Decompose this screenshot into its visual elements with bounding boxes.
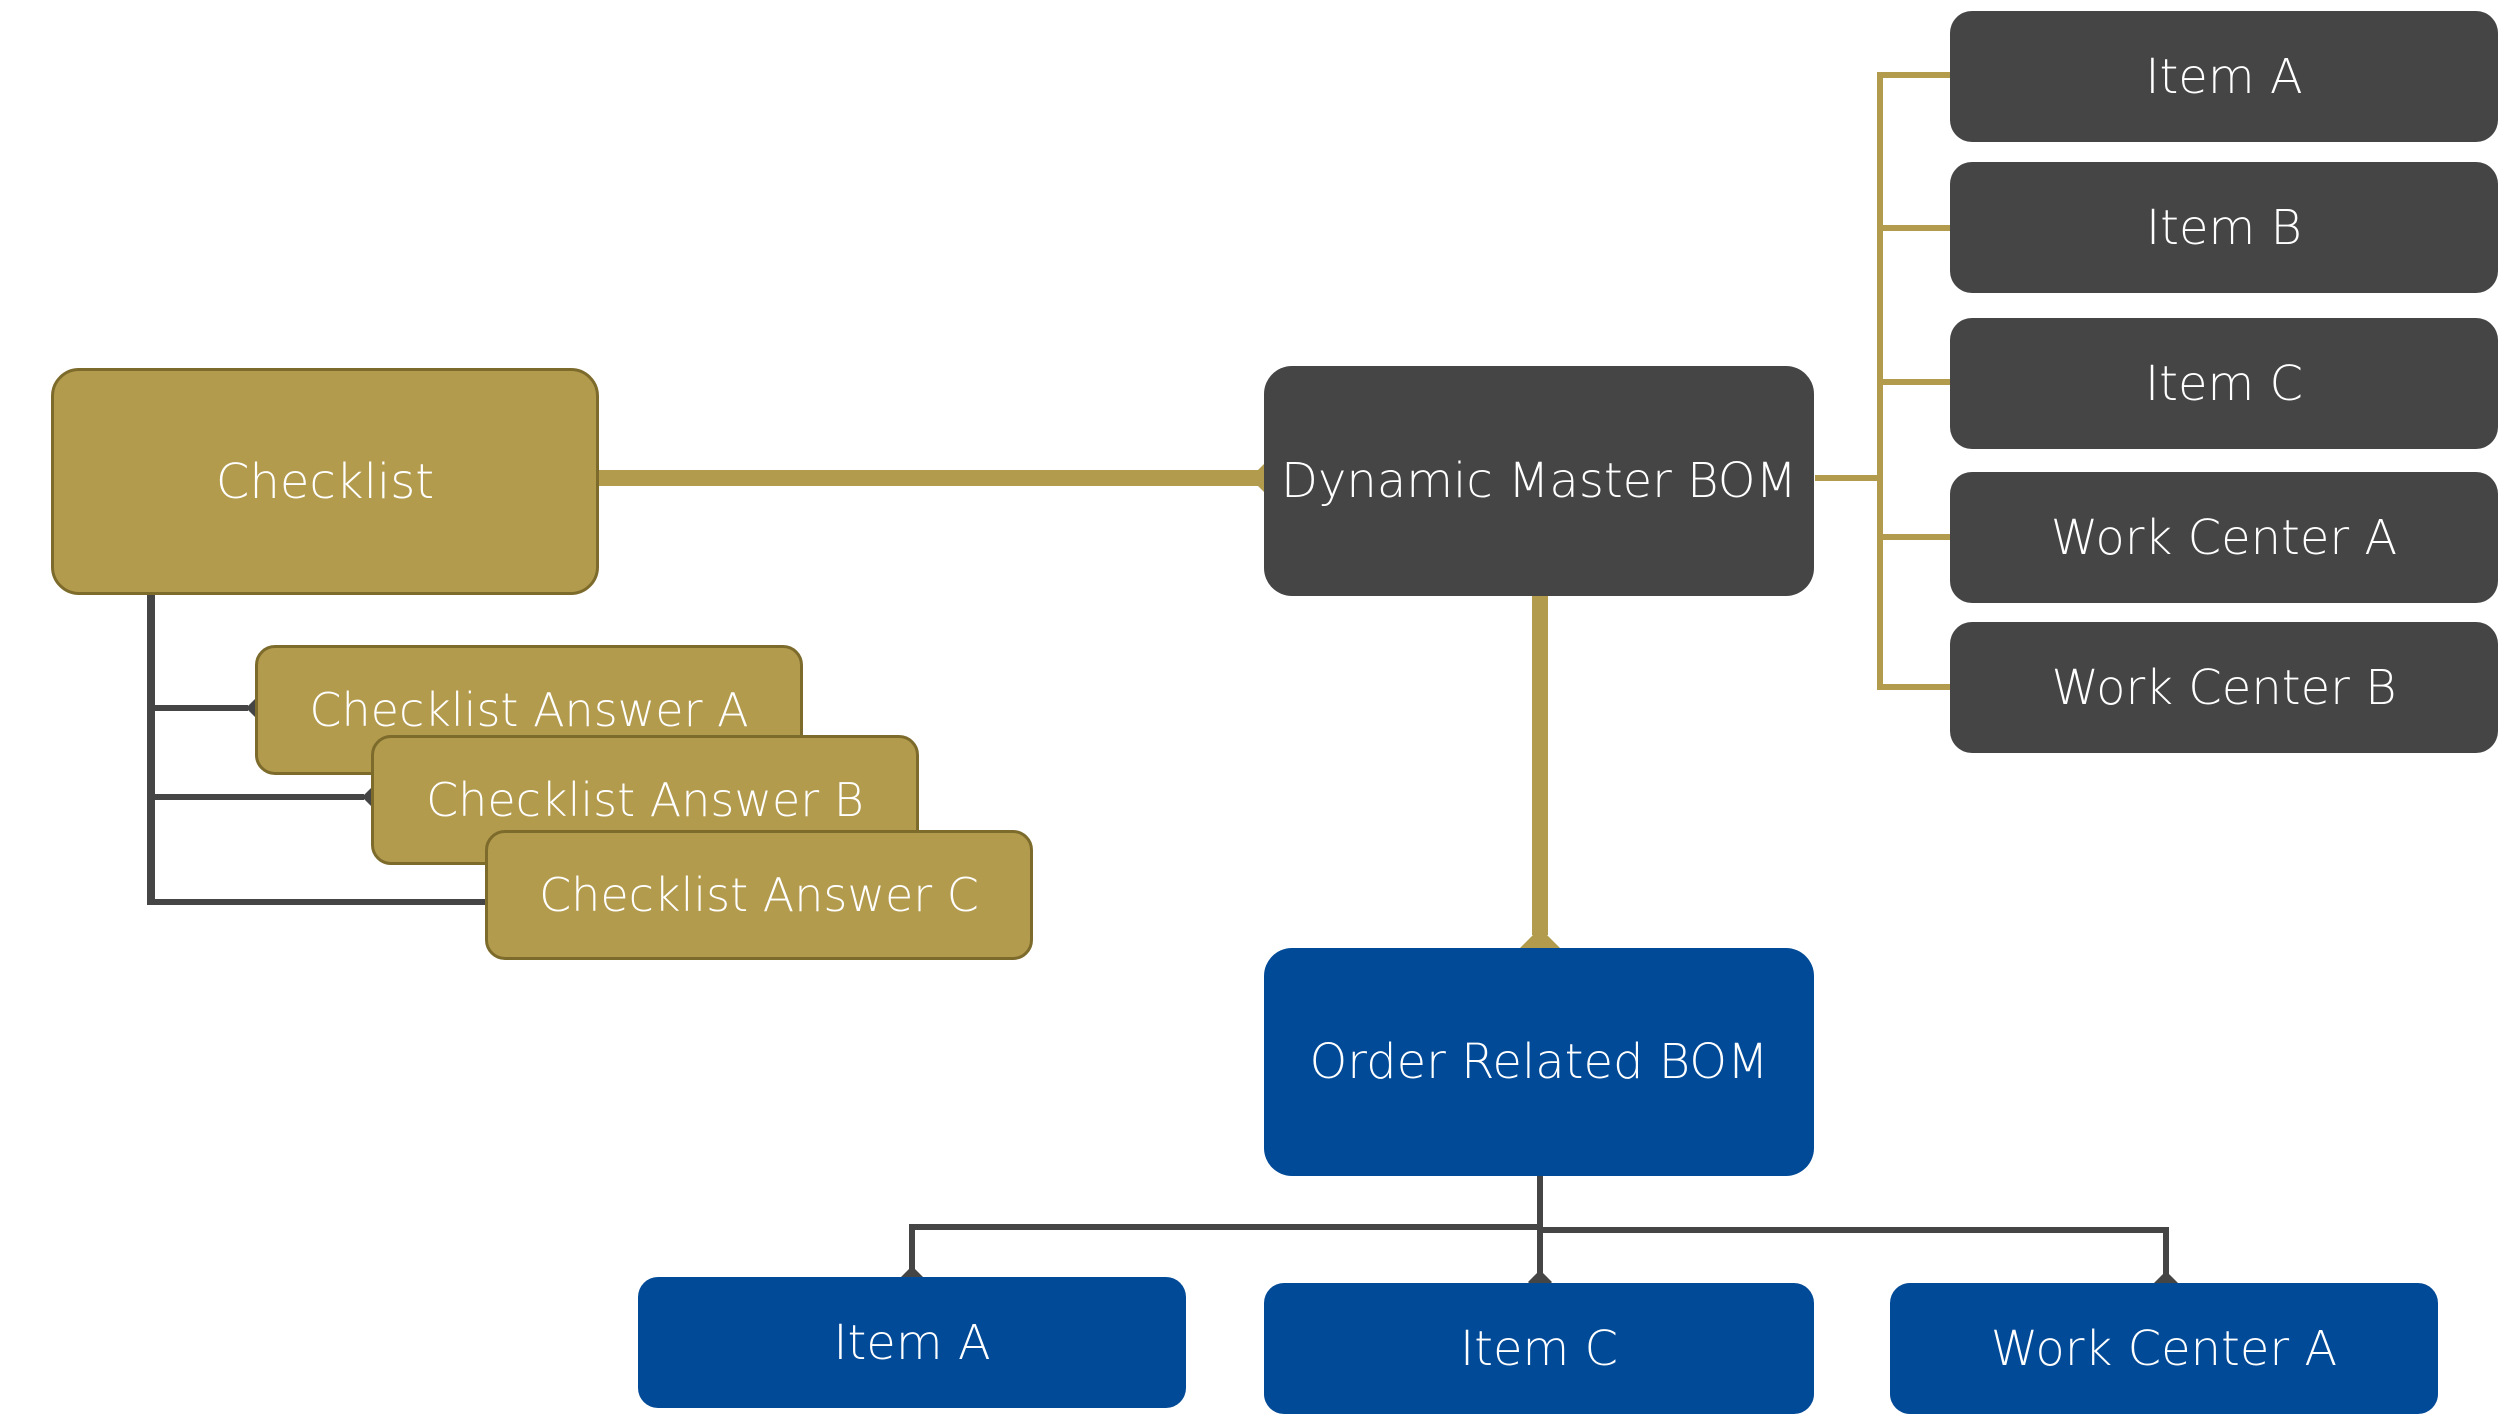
master-item-c-node: Item C	[1950, 318, 2498, 449]
master-item-a-node: Item A	[1950, 11, 2498, 142]
order-child-label: Item A	[833, 1314, 991, 1371]
order-item-a-node: Item A	[638, 1277, 1186, 1408]
checklist-answer-a-node: Checklist Answer A	[255, 645, 803, 775]
master-child-label: Item C	[2144, 355, 2304, 412]
order-item-c-node: Item C	[1264, 1283, 1814, 1414]
order-bom-node: Order Related BOM	[1264, 948, 1814, 1176]
master-work-center-a-node: Work Center A	[1950, 472, 2498, 603]
order-child-label: Work Center A	[1990, 1320, 2338, 1377]
order-bom-label: Order Related BOM	[1309, 1034, 1769, 1090]
checklist-answer-b-node: Checklist Answer B	[371, 735, 919, 865]
checklist-answer-label: Checklist Answer B	[426, 773, 864, 827]
order-work-center-a-node: Work Center A	[1890, 1283, 2438, 1414]
master-child-label: Work Center B	[2051, 659, 2397, 716]
master-work-center-b-node: Work Center B	[1950, 622, 2498, 753]
checklist-label: Checklist	[215, 453, 435, 510]
master-bom-node: Dynamic Master BOM	[1264, 366, 1814, 596]
master-child-label: Work Center A	[2050, 509, 2398, 566]
master-child-label: Item A	[2145, 48, 2303, 105]
checklist-answer-label: Checklist Answer C	[539, 868, 979, 922]
checklist-answer-label: Checklist Answer A	[309, 683, 749, 737]
checklist-answer-c-node: Checklist Answer C	[485, 830, 1033, 960]
connector-checklist-branches	[148, 705, 486, 905]
checklist-node: Checklist	[51, 368, 599, 595]
master-item-b-node: Item B	[1950, 162, 2498, 293]
master-child-label: Item B	[2146, 199, 2302, 256]
connector-order-tree	[909, 1175, 2169, 1283]
connector-master-branches	[1877, 72, 1950, 690]
master-bom-label: Dynamic Master BOM	[1281, 453, 1797, 509]
order-child-label: Item C	[1459, 1320, 1619, 1377]
